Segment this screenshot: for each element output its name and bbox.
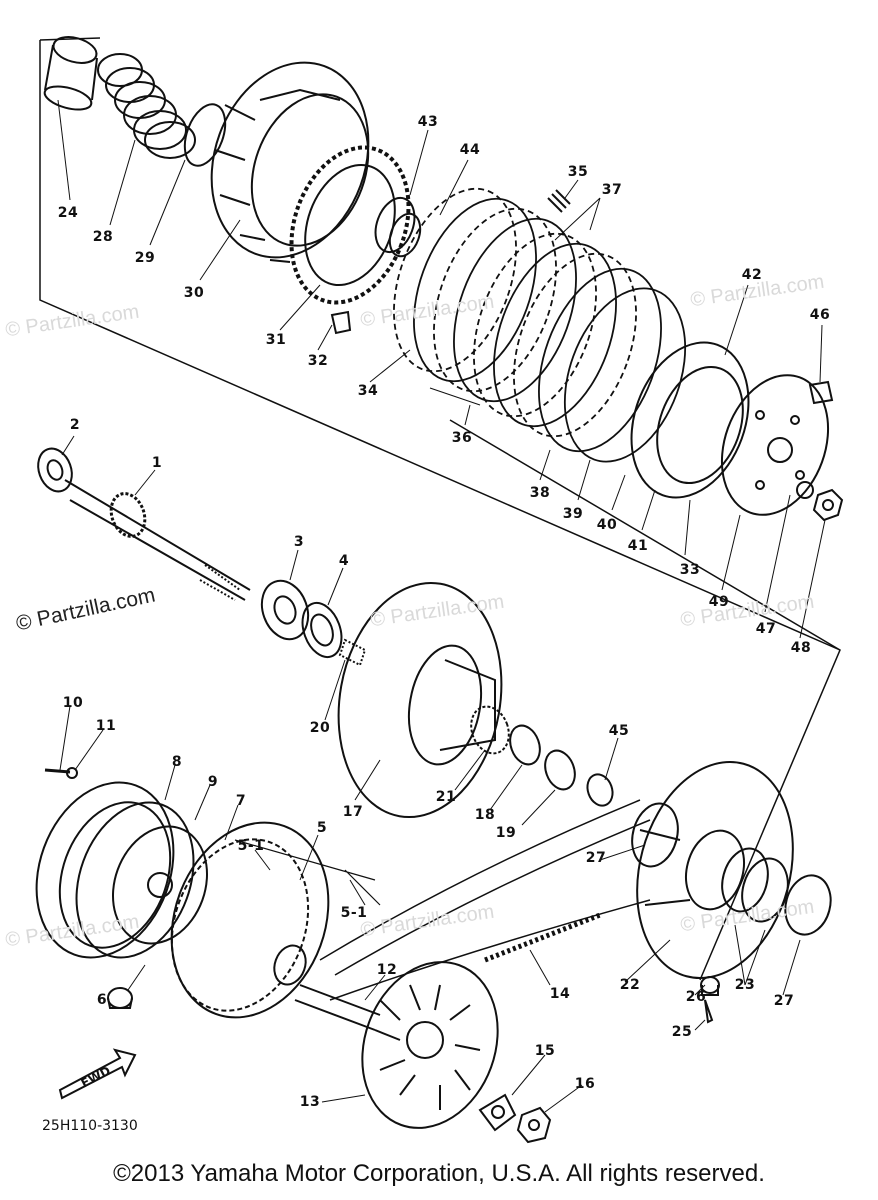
part-47-washer: [796, 481, 814, 499]
part-46-lock-washer: [808, 380, 834, 405]
part-30-clutch-housing: [210, 61, 370, 263]
part-5-primary-sheave: [170, 821, 330, 1019]
callout-14: 14: [549, 986, 571, 1002]
callout-39: 39: [562, 506, 584, 522]
callout-6: 6: [96, 992, 108, 1008]
callout-42: 42: [741, 267, 763, 283]
fwd-arrow-icon: [58, 1048, 137, 1100]
callout-49: 49: [708, 594, 730, 610]
part-18-collar: [509, 724, 541, 766]
part-28-spring: [97, 53, 196, 159]
callout-45: 45: [608, 723, 630, 739]
part-23-ring-a: [721, 847, 769, 913]
callout-16: 16: [574, 1076, 596, 1092]
part-29-ring: [183, 103, 227, 167]
callout-34: 34: [357, 383, 379, 399]
callout-15: 15: [534, 1043, 556, 1059]
callout-11: 11: [95, 718, 117, 734]
callout-30: 30: [183, 285, 205, 301]
callout-23: 23: [734, 977, 756, 993]
part-25-pin: [704, 999, 714, 1024]
part-35-spring-small: [547, 189, 571, 213]
callout-19: 19: [495, 825, 517, 841]
callout-5-1-upper: 5-1: [237, 838, 265, 854]
callout-4: 4: [338, 553, 350, 569]
callout-24: 24: [57, 205, 79, 221]
callout-29: 29: [134, 250, 156, 266]
part-27-bearing-b: [784, 874, 832, 936]
callout-33: 33: [679, 562, 701, 578]
callout-18: 18: [474, 807, 496, 823]
part-26-collar: [700, 976, 720, 996]
callout-37: 37: [601, 182, 623, 198]
part-31-gear: [289, 145, 411, 305]
part-45-spacer: [586, 773, 614, 807]
part-6-weight: [107, 987, 133, 1009]
part-12-shaft: [294, 984, 381, 1031]
callout-32: 32: [307, 353, 329, 369]
part-15-lock-washer: [478, 1093, 517, 1132]
callout-27-lower: 27: [773, 993, 795, 1009]
part-8-cover: [35, 781, 175, 959]
part-10-bolt: [44, 768, 71, 774]
callout-7: 7: [235, 793, 247, 809]
callout-8: 8: [171, 754, 183, 770]
callout-41: 41: [627, 538, 649, 554]
callout-40: 40: [596, 517, 618, 533]
callout-3: 3: [293, 534, 305, 550]
callout-25: 25: [671, 1024, 693, 1040]
part-2-bearing: [37, 447, 73, 493]
copyright-notice: ©2013 Yamaha Motor Corporation, U.S.A. A…: [113, 1160, 765, 1187]
leader-lines: [57, 99, 826, 1113]
part-14-v-belt: [319, 799, 651, 1001]
part-23-ring-b: [741, 857, 789, 923]
part-4-seal: [301, 601, 343, 659]
part-27-bearing-a: [631, 802, 679, 868]
part-43-bush: [374, 196, 416, 254]
part-44-washer: [388, 212, 422, 258]
callout-22: 22: [619, 977, 641, 993]
callout-12: 12: [376, 962, 398, 978]
callout-46: 46: [809, 307, 831, 323]
part-1-shaft: [64, 479, 251, 601]
callout-47: 47: [755, 621, 777, 637]
callout-13: 13: [299, 1094, 321, 1110]
part-20-needle-bearing: [338, 638, 367, 667]
part-33-clutch-boss: [630, 341, 750, 499]
callout-9: 9: [207, 774, 219, 790]
callout-48: 48: [790, 640, 812, 656]
callout-2: 2: [69, 417, 81, 433]
callout-27-upper: 27: [585, 850, 607, 866]
callout-44: 44: [459, 142, 481, 158]
callout-10: 10: [62, 695, 84, 711]
callout-43: 43: [417, 114, 439, 130]
callout-21: 21: [435, 789, 457, 805]
part-32-plug: [330, 310, 352, 335]
callout-28: 28: [92, 229, 114, 245]
part-7-spider: [111, 825, 209, 945]
clutch-plates: [393, 187, 687, 463]
callout-17: 17: [342, 804, 364, 820]
callout-36: 36: [451, 430, 473, 446]
part-13-fixed-sheave: [361, 961, 499, 1129]
part-19-seal: [544, 749, 576, 791]
part-16-nut: [516, 1106, 552, 1144]
callout-20: 20: [309, 720, 331, 736]
drawing-code: 25H110-3130: [42, 1118, 138, 1134]
callout-38: 38: [529, 485, 551, 501]
part-21-ring: [470, 705, 510, 755]
part-9-gasket: [75, 801, 195, 959]
callout-26: 26: [685, 989, 707, 1005]
part-11-washer: [66, 767, 78, 779]
part-48-nut: [812, 488, 844, 522]
callout-35: 35: [567, 164, 589, 180]
part-49-pressure-plate: [720, 374, 830, 516]
part-24-sleeve: [43, 36, 98, 111]
callout-5-1-lower: 5-1: [340, 905, 368, 921]
callout-1: 1: [151, 455, 163, 471]
callout-5: 5: [316, 820, 328, 836]
part-3-bearing: [260, 579, 310, 641]
callout-31: 31: [265, 332, 287, 348]
